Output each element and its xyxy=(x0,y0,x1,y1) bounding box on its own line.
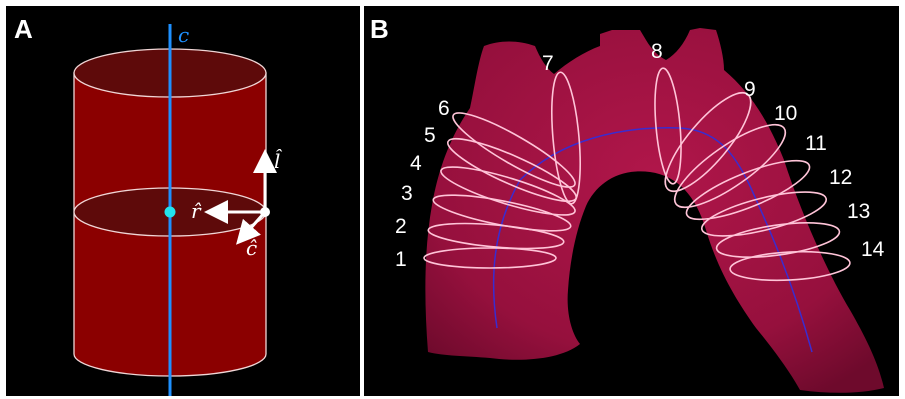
panel-a: A c l̂ r̂ ĉ xyxy=(6,6,360,396)
panel-a-letter: A xyxy=(14,14,33,44)
ring-label-4: 4 xyxy=(410,152,422,175)
centerline-label: c xyxy=(178,23,189,47)
vector-r-label: r̂ xyxy=(191,199,202,223)
wall-point xyxy=(260,207,270,217)
ring-label-8: 8 xyxy=(651,40,663,63)
ring-label-1: 1 xyxy=(395,248,407,271)
ring-label-5: 5 xyxy=(424,124,436,147)
panel-b-letter: B xyxy=(370,14,389,44)
ring-label-3: 3 xyxy=(401,182,413,205)
ring-label-12: 12 xyxy=(829,166,852,189)
panel-b: B 1 2 3 4 5 6 7 8 9 xyxy=(364,6,899,396)
ring-label-11: 11 xyxy=(805,132,827,155)
ring-label-7: 7 xyxy=(542,52,554,75)
vector-c-label: ĉ xyxy=(246,236,257,260)
ring-label-14: 14 xyxy=(861,238,885,261)
ring-label-9: 9 xyxy=(744,78,756,101)
ring-label-10: 10 xyxy=(774,102,797,125)
ring-label-13: 13 xyxy=(847,200,870,223)
ring-label-2: 2 xyxy=(395,215,407,238)
ring-label-6: 6 xyxy=(438,97,450,120)
center-point xyxy=(165,207,176,218)
